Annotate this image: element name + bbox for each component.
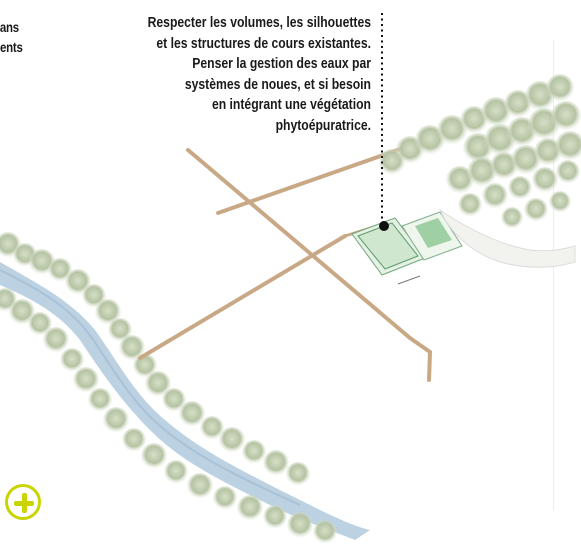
- forest-cluster: [379, 74, 581, 229]
- annotation-line: et les structures de cours existantes.: [156, 35, 371, 52]
- plus-circle-icon[interactable]: [5, 484, 41, 520]
- annotation-text: Respecter les volumes, les silhouettes e…: [102, 13, 371, 137]
- roads: [138, 143, 433, 382]
- truncated-text: ans ments: [0, 19, 23, 55]
- annotation-line: Respecter les volumes, les silhouettes: [147, 15, 371, 31]
- hillside: [438, 208, 576, 268]
- annotation-line: phytoépuratrice.: [275, 117, 371, 134]
- annotation-line: Penser la gestion des eaux par: [192, 56, 371, 73]
- divider-line: [553, 40, 554, 510]
- river: [0, 262, 370, 540]
- annotation-line: en intégrant une végétation: [211, 97, 371, 114]
- callout-leader: [379, 13, 389, 231]
- annotation-line: systèmes de noues, et si besoin: [184, 76, 371, 93]
- building-cluster: [351, 211, 463, 285]
- riverbank-trees: [0, 232, 337, 544]
